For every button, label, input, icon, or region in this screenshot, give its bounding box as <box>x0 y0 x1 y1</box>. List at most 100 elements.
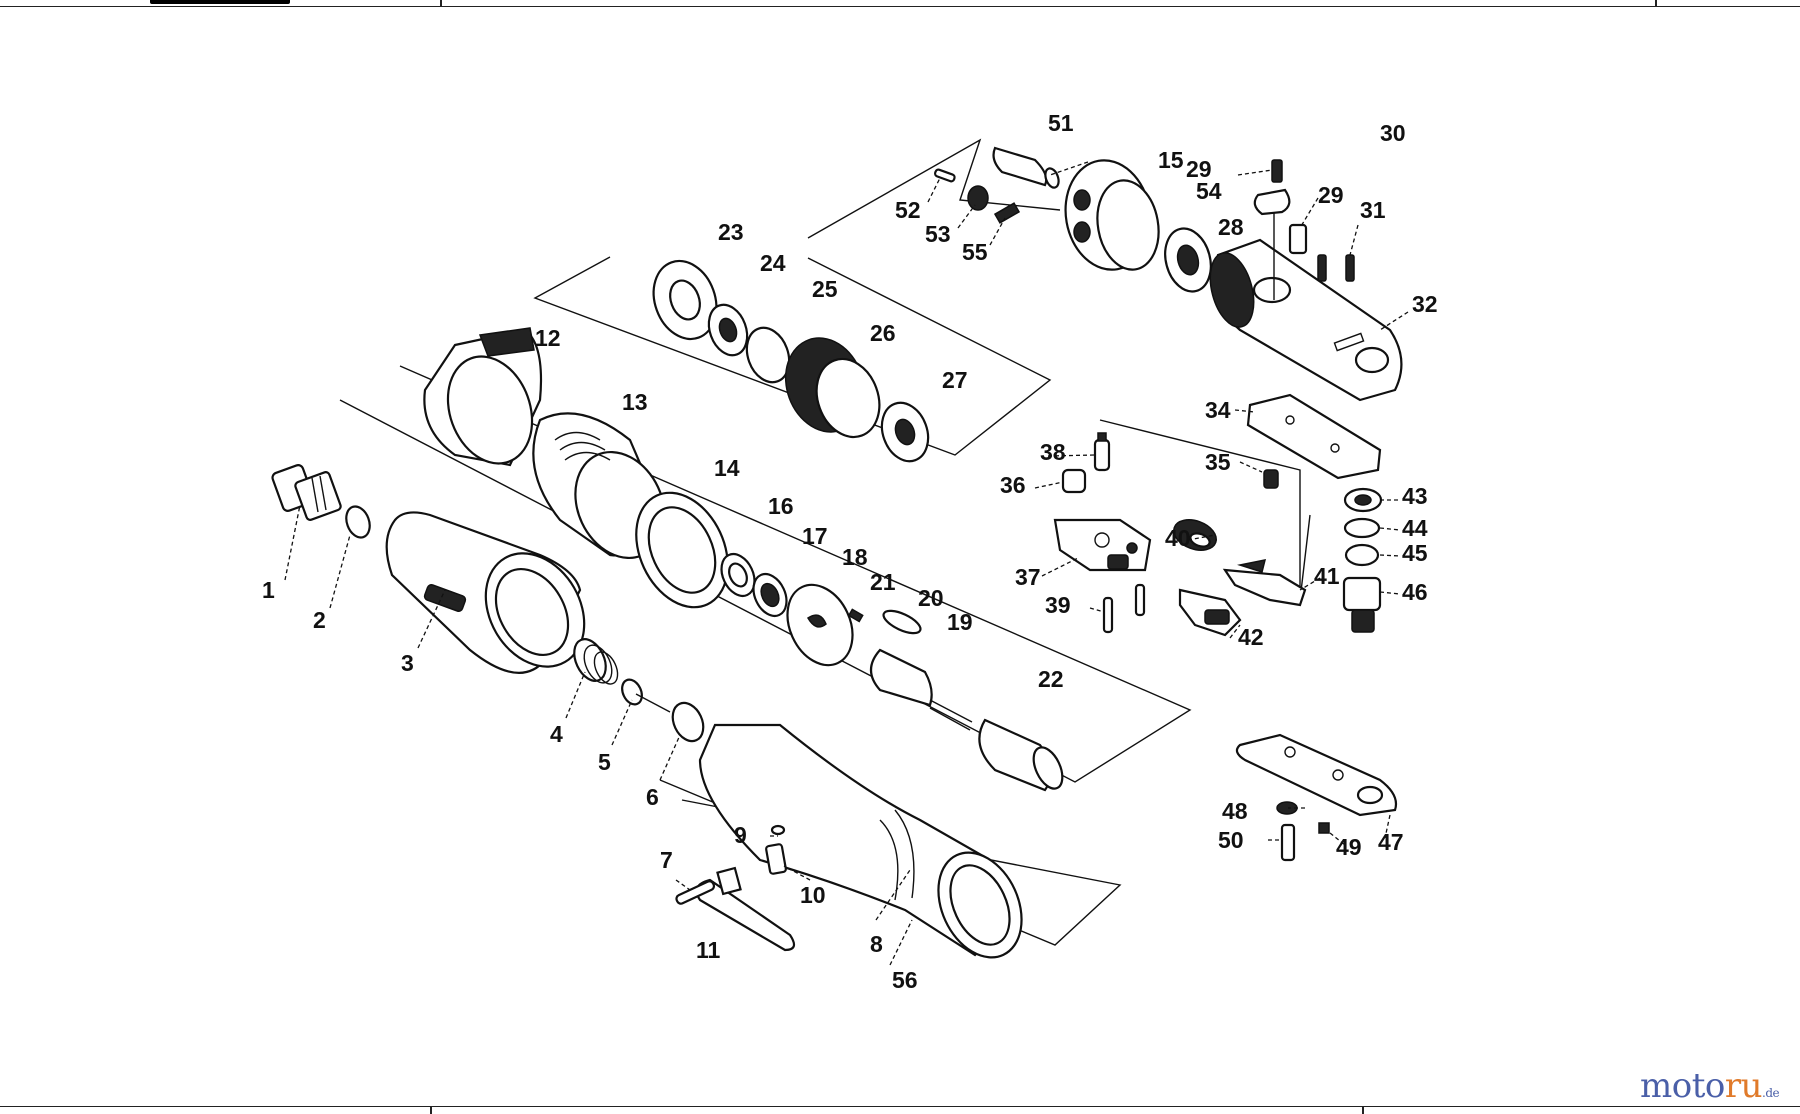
bearing-54 <box>1164 227 1212 293</box>
pawl-housing-37 <box>1053 518 1152 572</box>
washer-43 <box>1343 487 1383 513</box>
callout-48: 48 <box>1222 798 1248 824</box>
callout-21: 21 <box>870 569 896 595</box>
callout-43: 43 <box>1402 483 1428 509</box>
callout-10: 10 <box>800 882 826 908</box>
callout-8: 8 <box>870 931 883 957</box>
pawl-42 <box>1178 588 1242 637</box>
rotor-19 <box>869 648 973 731</box>
pin-52 <box>933 168 956 183</box>
callout-11: 11 <box>696 937 721 963</box>
callout-47: 47 <box>1378 829 1404 855</box>
ratchet-head-32 <box>1209 238 1403 402</box>
callout-41: 41 <box>1314 563 1340 589</box>
pin-39b <box>1134 583 1146 617</box>
callout-16: 16 <box>768 493 794 519</box>
callout-39: 39 <box>1045 592 1071 618</box>
valve-spring-4 <box>573 638 619 685</box>
spring-55 <box>993 202 1021 224</box>
frame-divider <box>1655 0 1657 6</box>
frame-divider <box>430 1107 432 1114</box>
washer-45 <box>1344 543 1380 567</box>
callout-52: 52 <box>895 197 921 223</box>
callout-19: 19 <box>947 609 973 635</box>
o-ring-44 <box>1343 517 1381 539</box>
callout-45: 45 <box>1402 540 1428 566</box>
callout-12: 12 <box>535 325 561 351</box>
callout-27: 27 <box>942 367 968 393</box>
callout-15: 15 <box>1158 147 1184 173</box>
end-plate-14 <box>635 491 729 609</box>
callout-6: 6 <box>646 784 659 810</box>
o-ring-2 <box>345 505 371 539</box>
screw-29-28 <box>1253 159 1291 300</box>
callout-3: 3 <box>401 650 414 676</box>
callout-20: 20 <box>918 585 944 611</box>
watermark-part2: ru <box>1724 1066 1763 1106</box>
back-housing-3 <box>385 511 586 674</box>
drive-anvil-46 <box>1342 576 1382 633</box>
plate-34 <box>1246 393 1382 480</box>
callout-53: 53 <box>925 221 951 247</box>
pawl-41 <box>1222 559 1307 607</box>
callout-42: 42 <box>1238 624 1264 650</box>
air-fitting-51 <box>992 146 1060 189</box>
callout-13: 13 <box>622 389 648 415</box>
callout-44: 44 <box>1402 515 1428 541</box>
watermark-suffix: .de <box>1762 1086 1780 1100</box>
callout-29: 29 <box>1186 156 1212 182</box>
outline-ratchet-group <box>1099 419 1311 601</box>
screw-50 <box>1280 823 1296 862</box>
callout-54: 54 <box>1196 178 1222 204</box>
callout-28: 28 <box>1218 214 1244 240</box>
rear-plate-18 <box>786 583 854 667</box>
valve-seat-6 <box>671 701 705 743</box>
spring-35 <box>1263 469 1279 489</box>
callout-25: 25 <box>812 276 838 302</box>
callout-18: 18 <box>842 544 868 570</box>
callout-34: 34 <box>1205 397 1231 423</box>
callout-46: 46 <box>1402 579 1428 605</box>
bearing-16 <box>720 552 756 598</box>
frame-divider <box>440 0 442 6</box>
air-inlet-fitting <box>271 464 342 521</box>
callout-32: 32 <box>1412 291 1438 317</box>
callout-5: 5 <box>598 749 611 775</box>
o-ring-25 <box>745 326 791 384</box>
cylinder-sleeve-12 <box>423 327 543 467</box>
bottom-plate-47 <box>1235 733 1398 817</box>
trigger-lever-11 <box>675 866 796 952</box>
screw-29b-31 <box>1288 223 1355 282</box>
callout-36: 36 <box>1000 472 1026 498</box>
callout-35: 35 <box>1205 449 1231 475</box>
callout-38: 38 <box>1040 439 1066 465</box>
top-frame-border <box>0 0 1800 7</box>
nut-49 <box>1318 822 1330 834</box>
callout-29b: 29 <box>1318 182 1344 208</box>
callout-31: 31 <box>1360 197 1386 223</box>
nut-53 <box>967 185 989 211</box>
callout-17: 17 <box>802 523 828 549</box>
callout-40: 40 <box>1165 525 1191 551</box>
callout-49: 49 <box>1336 834 1362 860</box>
callout-24: 24 <box>760 250 786 276</box>
bearing-23 <box>652 259 718 341</box>
callout-51: 51 <box>1048 110 1074 136</box>
callout-55: 55 <box>962 239 988 265</box>
frame-divider <box>1362 1107 1364 1114</box>
site-watermark-logo: motoru.de <box>1640 1066 1780 1106</box>
callout-2: 2 <box>313 607 326 633</box>
main-housing-8 <box>698 723 1023 959</box>
callout-9: 9 <box>734 822 747 848</box>
bottom-frame-border <box>0 1106 1800 1114</box>
callout-14: 14 <box>714 455 740 481</box>
spring-40 <box>1173 519 1217 551</box>
callout-50: 50 <box>1218 827 1244 853</box>
callout-22: 22 <box>1038 666 1064 692</box>
callout-37: 37 <box>1015 564 1041 590</box>
bearing-27 <box>880 401 930 463</box>
cap-36 <box>1061 468 1087 494</box>
callout-23: 23 <box>718 219 744 245</box>
